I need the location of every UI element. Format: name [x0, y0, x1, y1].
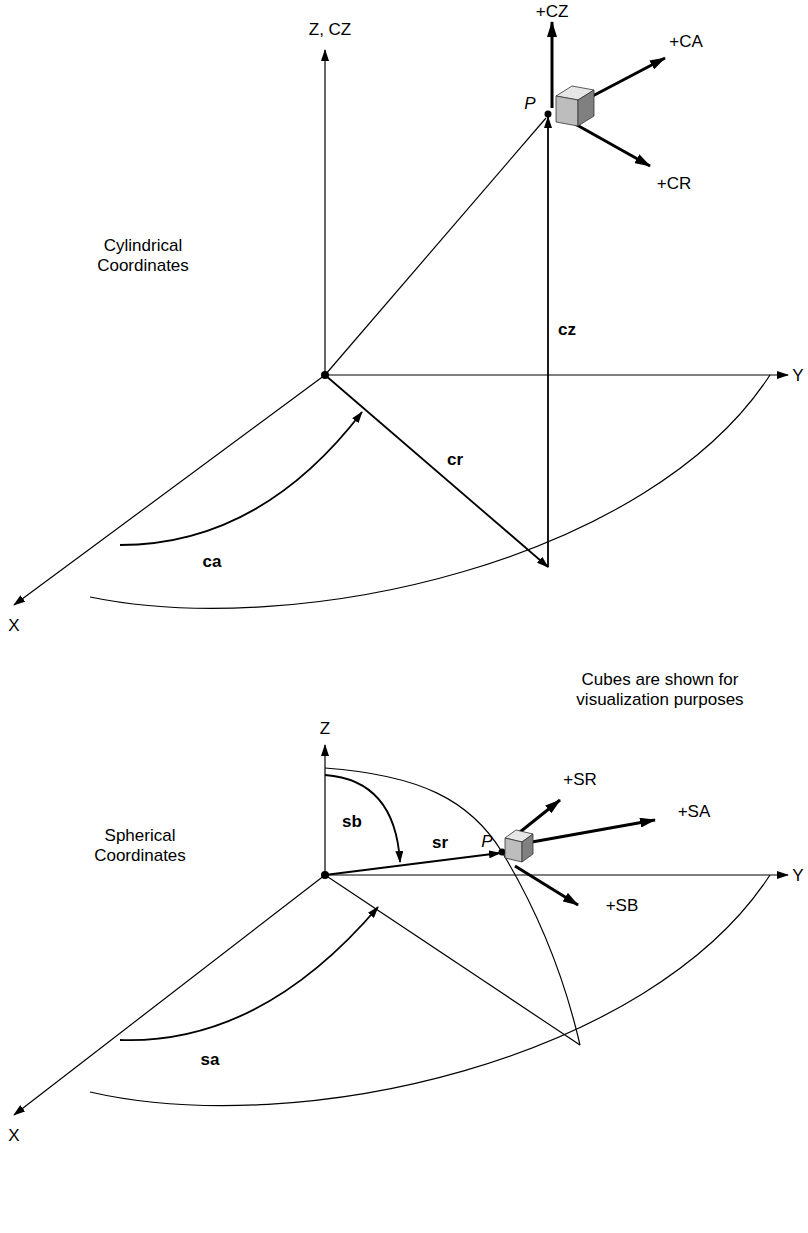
dimension-label: cz — [558, 320, 576, 340]
diagram-title: Spherical Coordinates — [85, 826, 195, 867]
dimension-label: cr — [447, 450, 463, 470]
axis-label: Y — [792, 866, 803, 886]
x-axis — [14, 375, 325, 605]
position-line — [325, 118, 546, 375]
z-axis — [324, 745, 325, 875]
axis-label: Z, CZ — [309, 20, 352, 40]
direction-label: +SA — [678, 802, 711, 822]
point-label: P — [481, 832, 492, 852]
cr-vector — [325, 375, 548, 567]
direction-label: +CR — [657, 174, 691, 194]
note-text: Cubes are shown for visualization purpos… — [565, 670, 755, 711]
projection-line — [325, 875, 580, 1045]
stress-cube — [505, 830, 533, 862]
sr-vector — [325, 853, 500, 875]
sb-direction-arrow — [515, 866, 578, 905]
diagram-title: Cylindrical Coordinates — [88, 236, 198, 277]
sa-direction-arrow — [532, 820, 655, 842]
direction-label: +SB — [606, 896, 639, 916]
point-dot — [499, 849, 506, 856]
sb-angle-arc — [325, 775, 400, 862]
cr-direction-arrow — [568, 120, 650, 166]
direction-label: +SR — [563, 770, 597, 790]
cz-direction-arrow — [551, 22, 554, 108]
ca-angle-arc — [120, 412, 362, 545]
y-axis — [325, 874, 788, 875]
sa-angle-arc — [120, 907, 378, 1040]
angle-label: sa — [201, 1050, 220, 1070]
axis-label: X — [8, 1126, 19, 1146]
cz-vector — [547, 117, 549, 567]
axis-label: Z — [320, 719, 330, 739]
ground-arc — [90, 875, 770, 1106]
axis-label: X — [8, 616, 19, 636]
angle-label: sb — [342, 812, 362, 832]
point-label: P — [524, 94, 535, 114]
y-axis — [325, 374, 788, 375]
origin-dot — [321, 871, 329, 879]
axis-label: Y — [792, 366, 803, 386]
dimension-label: sr — [432, 833, 448, 853]
z-axis — [324, 50, 325, 375]
meridian-arc — [325, 768, 580, 1045]
direction-label: +CA — [669, 32, 703, 52]
point-dot — [545, 111, 552, 118]
direction-label: +CZ — [536, 2, 569, 22]
ca-direction-arrow — [585, 58, 665, 100]
origin-dot — [321, 371, 329, 379]
ground-arc — [90, 375, 770, 608]
angle-label: ca — [203, 552, 222, 572]
stress-cube — [556, 86, 594, 126]
